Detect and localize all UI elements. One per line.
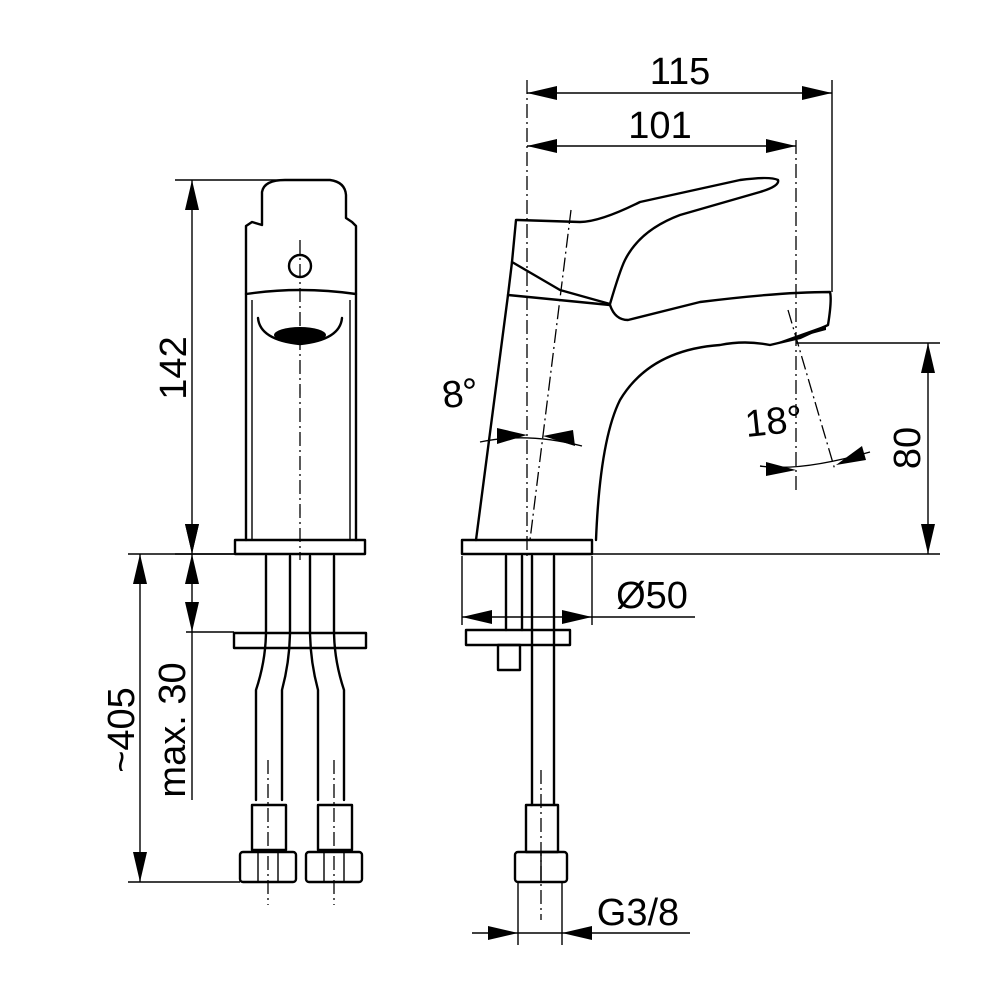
- dim-overall-depth: 115: [527, 51, 833, 292]
- spout-angle-label: 18°: [743, 398, 805, 446]
- side-view: [460, 80, 836, 945]
- front-hoses: [254, 554, 346, 802]
- body-tilt-angle-label: 8°: [439, 371, 481, 418]
- thread-size-label: G3/8: [597, 892, 679, 934]
- spout-reach-label: 101: [628, 105, 691, 147]
- front-fixing-plate: [232, 631, 368, 650]
- side-spout: [594, 290, 832, 542]
- connection-length-label: ~405: [101, 687, 143, 773]
- overall-depth-label: 115: [650, 51, 711, 93]
- side-lever-handle: [510, 176, 780, 306]
- dim-spout-angle: 18°: [743, 398, 871, 476]
- dim-connection-length: ~405: [101, 553, 240, 883]
- aerator-icon: [274, 327, 326, 343]
- dim-base-diameter: Ø50: [461, 556, 695, 625]
- front-body: [244, 292, 358, 542]
- max-thickness-label: max. 30: [152, 662, 194, 797]
- height-label: 142: [153, 336, 195, 399]
- side-hose: [530, 554, 556, 807]
- base-diameter-label: Ø50: [616, 575, 688, 617]
- dim-max-thickness: max. 30: [152, 524, 234, 800]
- spout-height-label: 80: [887, 427, 929, 469]
- dim-body-tilt-angle: 8°: [439, 371, 583, 447]
- dim-thread-size: G3/8: [472, 892, 690, 940]
- dim-spout-reach: 101: [527, 105, 796, 153]
- dim-height: 142: [153, 179, 290, 555]
- front-handle: [244, 178, 358, 296]
- dim-spout-height: 80: [592, 342, 940, 555]
- front-view: [232, 178, 368, 905]
